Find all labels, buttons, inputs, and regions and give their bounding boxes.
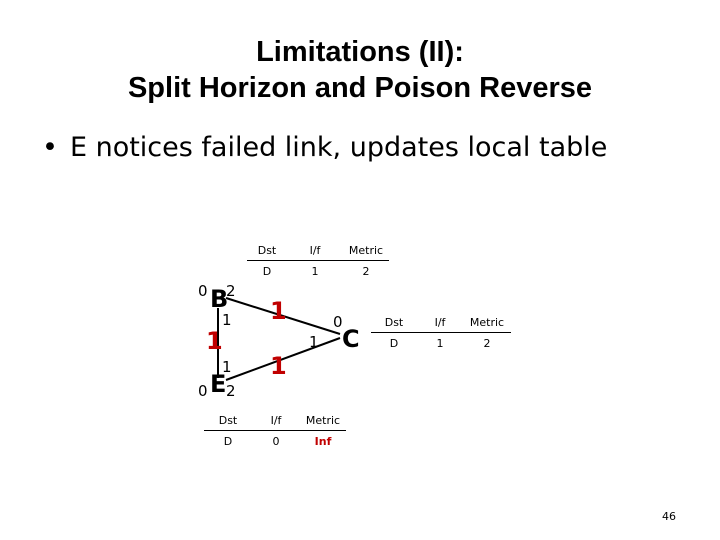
routing-table-e: Dst I/f Metric D 0 Inf [204,410,346,451]
node-b-port-2: 2 [226,282,236,300]
table-header-cell: I/f [252,410,300,431]
cost-b-e: 1 [206,327,223,355]
bullet-text: E notices failed link, updates local tab… [69,132,608,163]
link-b-c [225,297,341,335]
node-e-port-0: 0 [198,382,208,400]
table-cell: D [223,434,233,448]
table-row: D 0 Inf [204,431,346,452]
table-header-cell: Metric [300,410,346,431]
bullet-item: • E notices failed link, updates local ta… [42,132,607,163]
table-cell-metric-inf: Inf [314,434,332,448]
cost-b-c: 1 [270,297,287,325]
table-cell: 1 [311,264,319,278]
table-cell: 2 [483,336,491,350]
table-cell: 0 [272,434,280,448]
table-header-row: Dst I/f Metric [247,240,389,261]
bullet-dot-icon: • [42,132,58,163]
table-header-row: Dst I/f Metric [204,410,346,431]
table-header-cell: Dst [371,312,417,333]
node-c-port-1: 1 [309,333,319,351]
routing-table-b: Dst I/f Metric D 1 2 [247,240,389,281]
table-cell: D [389,336,399,350]
slide-title-line-2: Split Horizon and Poison Reverse [127,72,593,104]
node-e-port-2: 2 [226,382,236,400]
table-header-cell: Dst [247,240,287,261]
table-header-row: Dst I/f Metric [371,312,511,333]
page-number: 46 [662,510,676,523]
table-header-cell: Dst [204,410,252,431]
node-c: C [342,325,360,353]
node-b-port-1: 1 [222,311,232,329]
node-b: B [210,285,229,313]
table-header-cell: I/f [417,312,463,333]
node-c-port-0: 0 [333,313,343,331]
table-header-cell: I/f [287,240,343,261]
node-b-port-0: 0 [198,282,208,300]
link-e-c [225,337,341,381]
table-cell: 1 [436,336,444,350]
cost-e-c: 1 [270,352,287,380]
table-cell: D [262,264,272,278]
table-cell: 2 [362,264,370,278]
table-row: D 1 2 [371,333,511,354]
table-header-cell: Metric [343,240,389,261]
node-e-port-1: 1 [222,358,232,376]
routing-table-c: Dst I/f Metric D 1 2 [371,312,511,353]
table-row: D 1 2 [247,261,389,282]
slide-title-line-1: Limitations (II): [256,36,464,68]
node-e: E [210,370,227,398]
table-header-cell: Metric [463,312,511,333]
